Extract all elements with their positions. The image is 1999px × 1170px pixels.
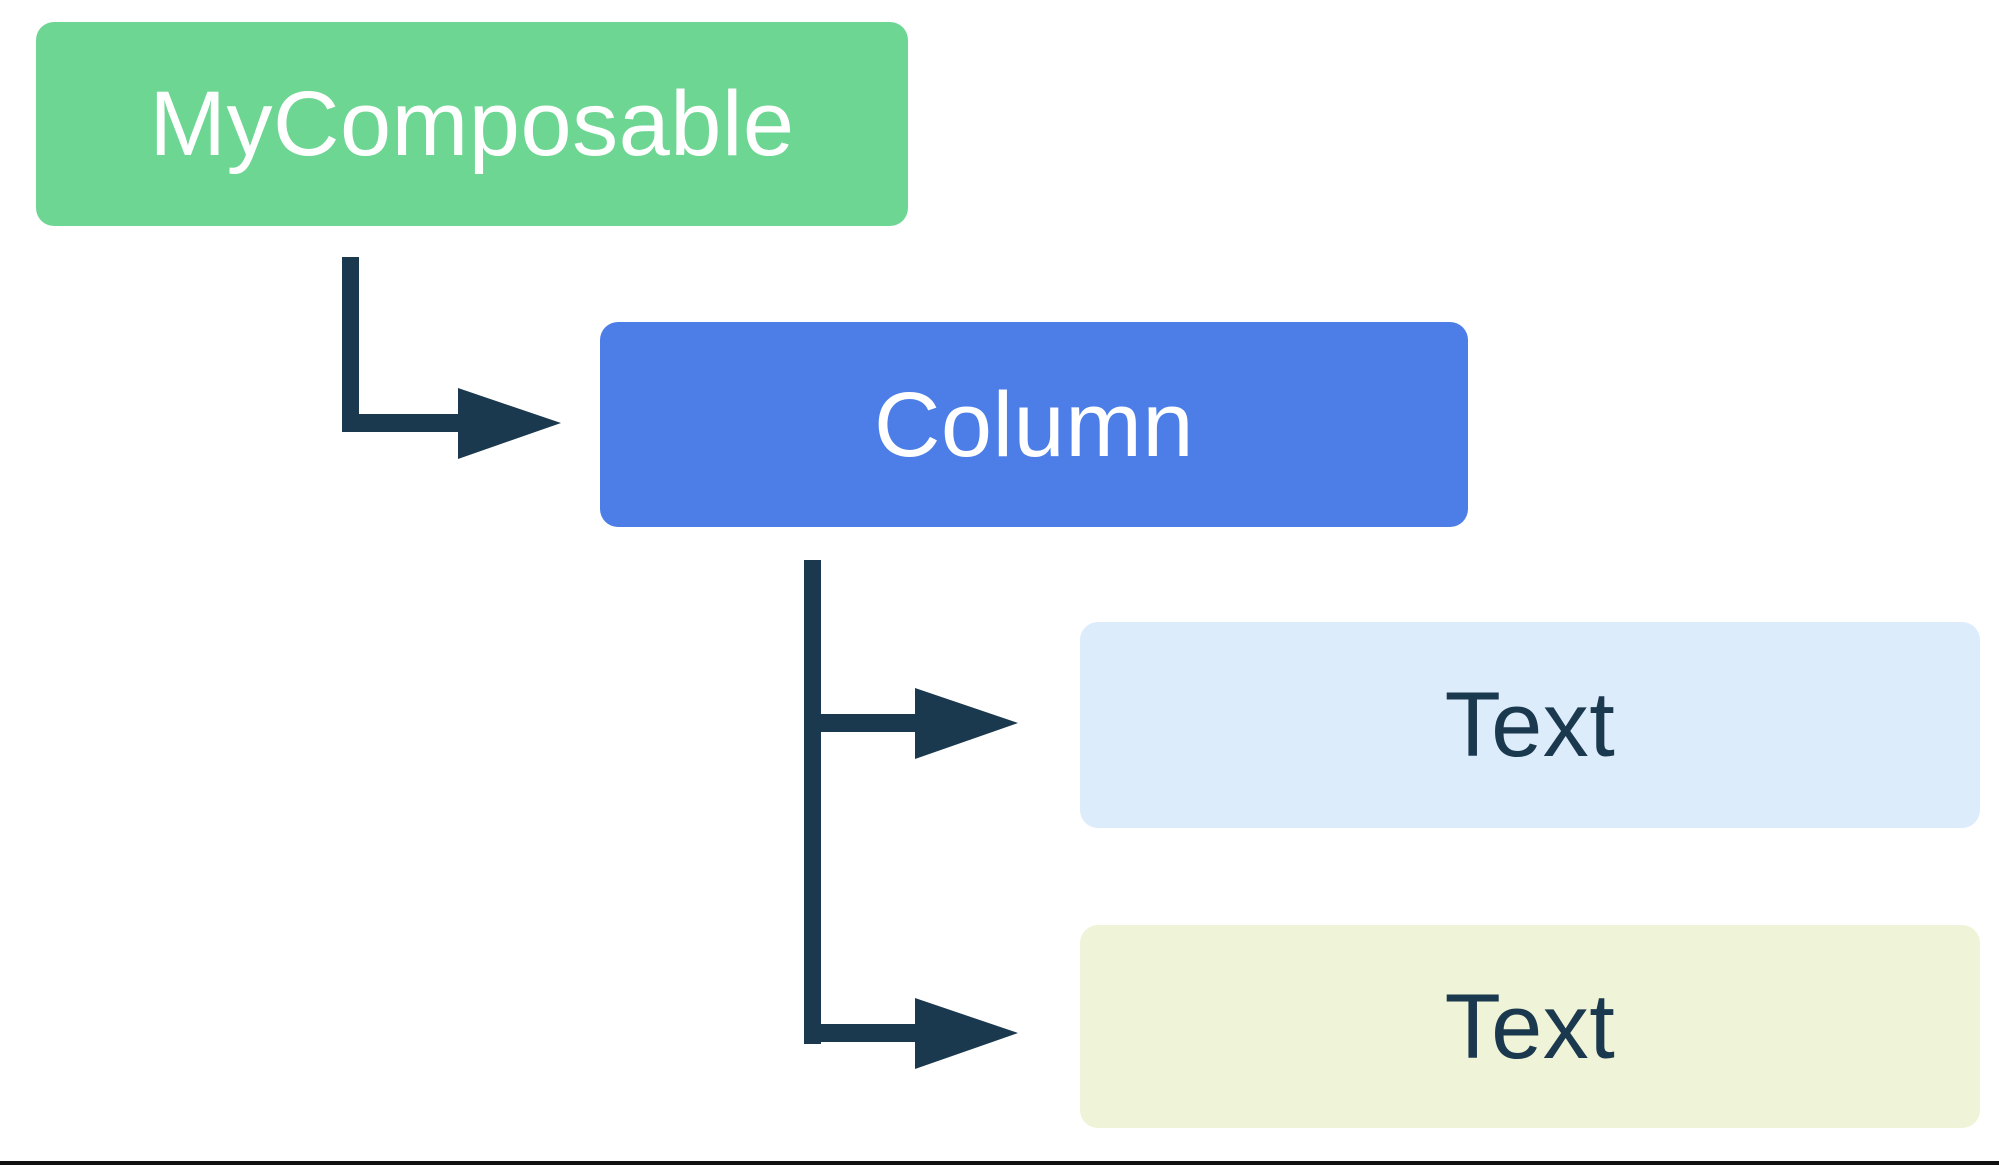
- edge-column-trunk: [804, 560, 821, 1044]
- edge-column-trunk-vertical: [804, 560, 821, 1044]
- arrowhead-icon-column-to-text-1: [915, 688, 1018, 759]
- arrowhead-icon-column-to-text-2: [915, 998, 1018, 1069]
- edge-column-to-text-2: [804, 998, 1018, 1069]
- edge-root-to-column-horizontal: [342, 414, 462, 432]
- arrowhead-icon-root-to-column: [458, 388, 561, 459]
- node-mycomposable-label: MyComposable: [149, 73, 795, 175]
- edge-root-to-column: [342, 257, 561, 459]
- node-text-2[interactable]: Text: [1080, 925, 1980, 1128]
- edge-root-to-column-elbow: [342, 257, 460, 432]
- edge-column-to-text-1: [804, 688, 1018, 759]
- edge-column-to-text-2-horizontal: [804, 1024, 924, 1042]
- node-mycomposable[interactable]: MyComposable: [36, 22, 908, 226]
- node-text-2-label: Text: [1444, 975, 1616, 1078]
- node-column[interactable]: Column: [600, 322, 1468, 527]
- bottom-divider: [0, 1161, 1999, 1165]
- node-text-1[interactable]: Text: [1080, 622, 1980, 828]
- edge-column-to-text-1-horizontal: [804, 714, 924, 732]
- node-column-label: Column: [873, 373, 1194, 476]
- node-text-1-label: Text: [1444, 674, 1616, 776]
- edge-root-to-column-vertical: [342, 257, 359, 432]
